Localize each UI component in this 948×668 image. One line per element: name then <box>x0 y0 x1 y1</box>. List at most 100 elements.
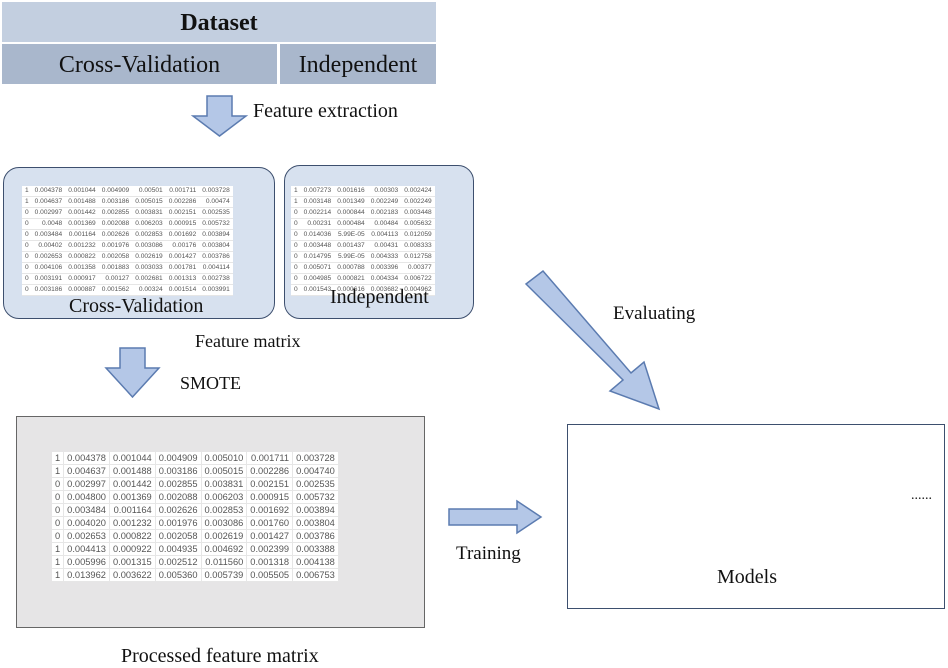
table-cell: 0.005360 <box>155 568 202 582</box>
table-cell: 0.003804 <box>292 516 339 530</box>
dataset-independent: Independent <box>280 44 436 84</box>
table-cell: 0 <box>291 229 301 241</box>
table-cell: 0.003148 <box>300 196 335 208</box>
table-cell: 0.003991 <box>199 284 233 296</box>
table-cell: 0.002535 <box>292 477 339 491</box>
label-evaluating: Evaluating <box>613 303 696 324</box>
table-cell: 0.002653 <box>63 529 110 543</box>
table-cell: 0.006753 <box>292 568 339 582</box>
table-cell: 0.001976 <box>155 516 202 530</box>
table-cell: 0.001442 <box>109 477 156 491</box>
table-cell: 0.001883 <box>98 262 133 274</box>
table-cell: 0.000915 <box>165 218 200 230</box>
table-cell: 0.005071 <box>300 262 335 274</box>
table-cell: 0.000887 <box>65 284 99 296</box>
table-cell: 0.00501 <box>132 186 166 197</box>
table-cell: 0.003484 <box>31 229 66 241</box>
table-cell: 0 <box>22 251 32 263</box>
table-cell: 0.003804 <box>199 240 233 252</box>
table-cell: 0.002286 <box>246 464 294 478</box>
table-cell: 0.001543 <box>300 284 335 296</box>
table-cell: 0.004113 <box>367 229 402 241</box>
table-cell: 0.004138 <box>292 555 339 569</box>
table-cell: 0 <box>291 273 301 285</box>
table-cell: 0.002653 <box>31 251 66 263</box>
table-cell: 0 <box>52 516 65 530</box>
table-cell: 0.001760 <box>246 516 294 530</box>
table-cell: 0.006203 <box>132 218 166 230</box>
table-cell: 0 <box>291 207 301 219</box>
table-cell: 0.00377 <box>401 262 435 274</box>
table-cell: 1 <box>291 196 301 208</box>
table-cell: 0.003186 <box>155 464 202 478</box>
table-cell: 0.001427 <box>246 529 294 543</box>
table-cell: 0.005732 <box>199 218 233 230</box>
table-cell: 0 <box>22 240 32 252</box>
table-cell: 0.000484 <box>334 218 368 230</box>
table-cell: 0.001488 <box>65 196 99 208</box>
table-cell: 0.003388 <box>292 542 339 556</box>
table-cell: 0.003622 <box>109 568 156 582</box>
table-cell: 0.001358 <box>65 262 99 274</box>
table-cell: 0.012059 <box>401 229 435 241</box>
table-cell: 5.99E-05 <box>334 229 368 241</box>
table-cell: 1 <box>52 464 65 478</box>
models-box <box>567 424 945 609</box>
table-cell: 0.001369 <box>65 218 99 230</box>
table-cell: 1 <box>22 196 32 208</box>
table-cell: 0.001616 <box>334 186 368 197</box>
table-cell: 0.005732 <box>292 490 339 504</box>
table-cell: 0.000821 <box>334 273 368 285</box>
table-cell: 0.006722 <box>401 273 435 285</box>
table-cell: 0.002626 <box>155 503 202 517</box>
table-cell: 0.013962 <box>63 568 110 582</box>
table-cell: 0 <box>22 229 32 241</box>
table-cell: 0.002058 <box>155 529 202 543</box>
table-cell: 0.003186 <box>98 196 133 208</box>
table-cell: 0.004909 <box>98 186 133 197</box>
table-cell: 5.99E-05 <box>334 251 368 263</box>
table-cell: 0 <box>291 251 301 263</box>
table-cell: 0.000616 <box>334 284 368 296</box>
table-cell: 0.00231 <box>300 218 335 230</box>
table-cell: 0.004020 <box>63 516 110 530</box>
table-cell: 0.001692 <box>246 503 294 517</box>
label-feature-matrix: Feature matrix <box>195 331 301 351</box>
table-cell: 0.002088 <box>155 490 202 504</box>
table-cell: 0.002855 <box>98 207 133 219</box>
table-cell: 0.002249 <box>367 196 402 208</box>
table-cell: 0.001232 <box>109 516 156 530</box>
table-cell: 0.002249 <box>401 196 435 208</box>
table-cell: 0.004962 <box>401 284 435 296</box>
table-cell: 0.003894 <box>199 229 233 241</box>
table-cell: 0.005739 <box>201 568 248 582</box>
table-cell: 0.005632 <box>401 218 435 230</box>
table-cell: 0.003894 <box>292 503 339 517</box>
table-cell: 0.002997 <box>31 207 66 219</box>
table-cell: 0.001164 <box>65 229 99 241</box>
table-cell: 0.004692 <box>201 542 248 556</box>
dataset-table: Dataset Cross-Validation Independent <box>2 2 436 84</box>
label-ind-panel: Independent <box>330 286 429 308</box>
table-cell: 0.003033 <box>132 262 166 274</box>
table-cell: 0.003728 <box>199 186 233 197</box>
table-cell: 0.014795 <box>300 251 335 263</box>
table-cell: 0.001711 <box>246 452 294 465</box>
table-cell: 0.001232 <box>65 240 99 252</box>
table-cell: 0.012758 <box>401 251 435 263</box>
table-cell: 0.001692 <box>165 229 200 241</box>
table-cell: 0.000915 <box>246 490 294 504</box>
table-cell: 0.00303 <box>367 186 402 197</box>
table-cell: 0.001711 <box>165 186 200 197</box>
